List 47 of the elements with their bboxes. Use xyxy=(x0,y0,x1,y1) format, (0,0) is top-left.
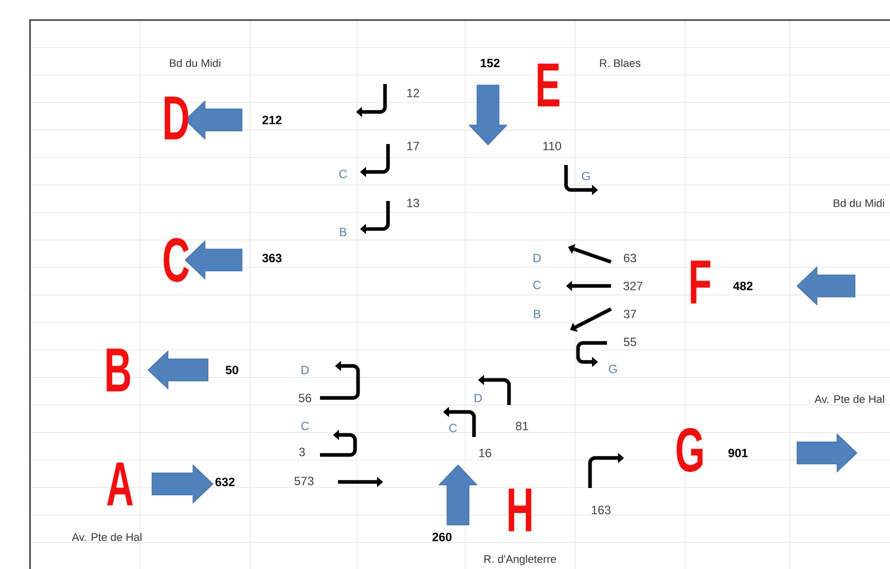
destination-letter: G xyxy=(608,364,617,374)
approach-letter: E xyxy=(538,64,560,106)
count-number: 260 xyxy=(432,532,452,542)
approach-letter: B xyxy=(106,348,130,392)
count-number: 573 xyxy=(294,476,314,486)
destination-letter: C xyxy=(339,170,347,178)
destination-letter: G xyxy=(582,172,590,180)
count-number: 482 xyxy=(733,282,753,290)
count-number: 212 xyxy=(262,116,282,124)
destination-letter: C xyxy=(449,424,457,432)
count-number: 81 xyxy=(516,422,528,430)
destination-letter: C xyxy=(533,280,541,290)
count-number: 55 xyxy=(624,338,636,346)
street-name: R. Blaes xyxy=(600,58,640,68)
count-number: 3 xyxy=(299,448,305,456)
approach-letter: C xyxy=(164,238,189,282)
approach-letter: D xyxy=(164,96,188,140)
count-number: 363 xyxy=(262,254,282,262)
street-name: Av. Pte de Hal xyxy=(814,394,884,404)
count-number: 152 xyxy=(480,58,500,68)
street-name: R. d'Angleterre xyxy=(484,554,556,566)
street-name: Bd du Midi xyxy=(834,198,884,208)
count-number: 37 xyxy=(624,310,636,318)
approach-letter: A xyxy=(107,462,133,506)
street-name: Bd du Midi xyxy=(170,58,220,68)
approach-letter: G xyxy=(676,428,703,472)
count-number: 56 xyxy=(298,394,312,402)
count-number: 632 xyxy=(215,478,235,486)
count-number: 16 xyxy=(479,448,492,458)
approach-letter: H xyxy=(508,488,532,532)
count-number: 17 xyxy=(407,142,420,150)
count-number: 63 xyxy=(624,254,636,262)
destination-letter: B xyxy=(534,310,540,318)
destination-letter: D xyxy=(474,394,482,402)
count-number: 50 xyxy=(226,366,238,374)
count-number: 163 xyxy=(592,506,610,514)
destination-letter: D xyxy=(302,366,309,374)
approach-letter: F xyxy=(690,260,710,304)
count-number: 110 xyxy=(543,142,562,150)
street-name: Av. Pte de Hal xyxy=(72,532,142,542)
destination-letter: B xyxy=(340,228,346,236)
count-number: 13 xyxy=(407,198,420,208)
count-number: 327 xyxy=(623,282,642,290)
count-number: 901 xyxy=(728,448,748,458)
destination-letter: D xyxy=(534,254,541,262)
count-number: 12 xyxy=(407,88,420,98)
destination-letter: C xyxy=(301,422,309,430)
